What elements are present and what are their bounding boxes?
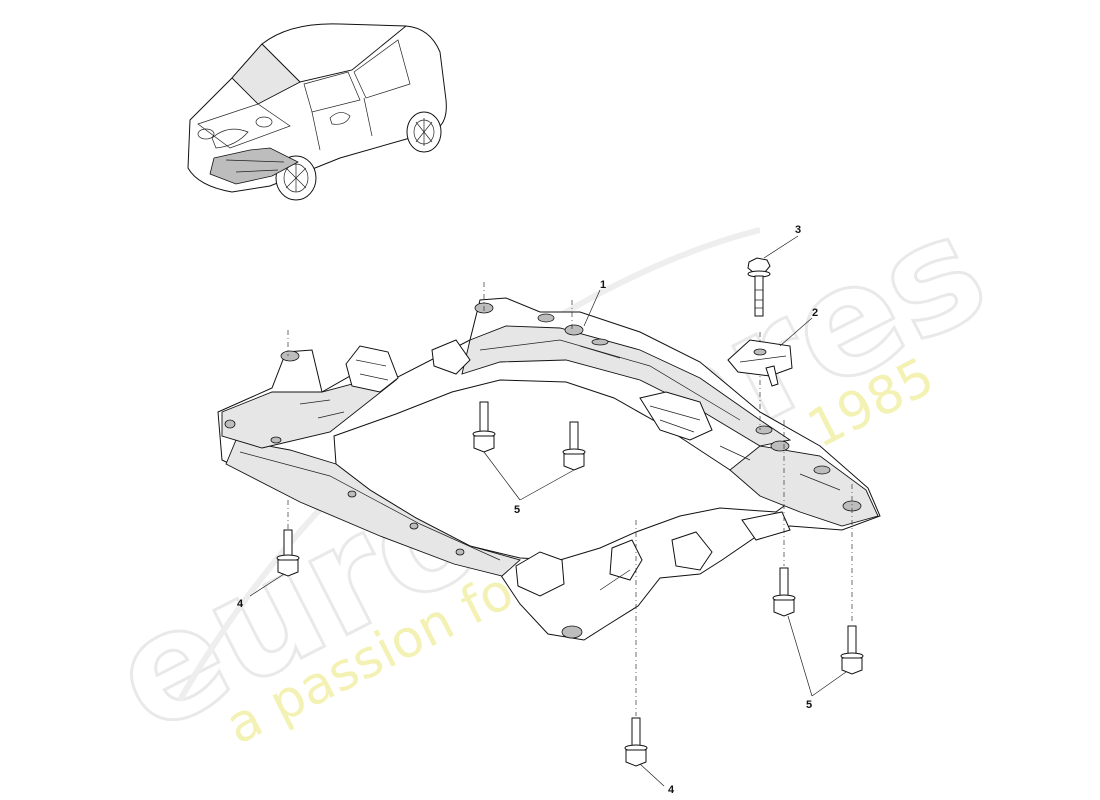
bolt-5a (472, 401, 496, 453)
bolt-5d (840, 625, 864, 675)
callouts: 1 2 3 4 4 5 5 (237, 224, 818, 796)
bolt-4a (276, 529, 300, 577)
callout-5-upper: 5 (514, 504, 520, 516)
bolt-5b (562, 421, 586, 471)
callout-1: 1 (600, 279, 606, 291)
callout-3: 3 (795, 224, 801, 236)
callout-4-left: 4 (237, 598, 244, 610)
bolt-3 (747, 257, 771, 317)
flange-bolt-icon (276, 257, 864, 767)
bracket-icon (727, 339, 793, 387)
callout-4-bottom: 4 (668, 784, 675, 796)
bolt-5c (772, 567, 796, 617)
car-outline-icon (187, 23, 447, 201)
front-subframe-icon (217, 297, 881, 641)
bolt-4b (624, 717, 648, 767)
callout-5-lower: 5 (806, 699, 812, 711)
callout-2: 2 (812, 307, 818, 319)
leader-lines (249, 235, 847, 787)
